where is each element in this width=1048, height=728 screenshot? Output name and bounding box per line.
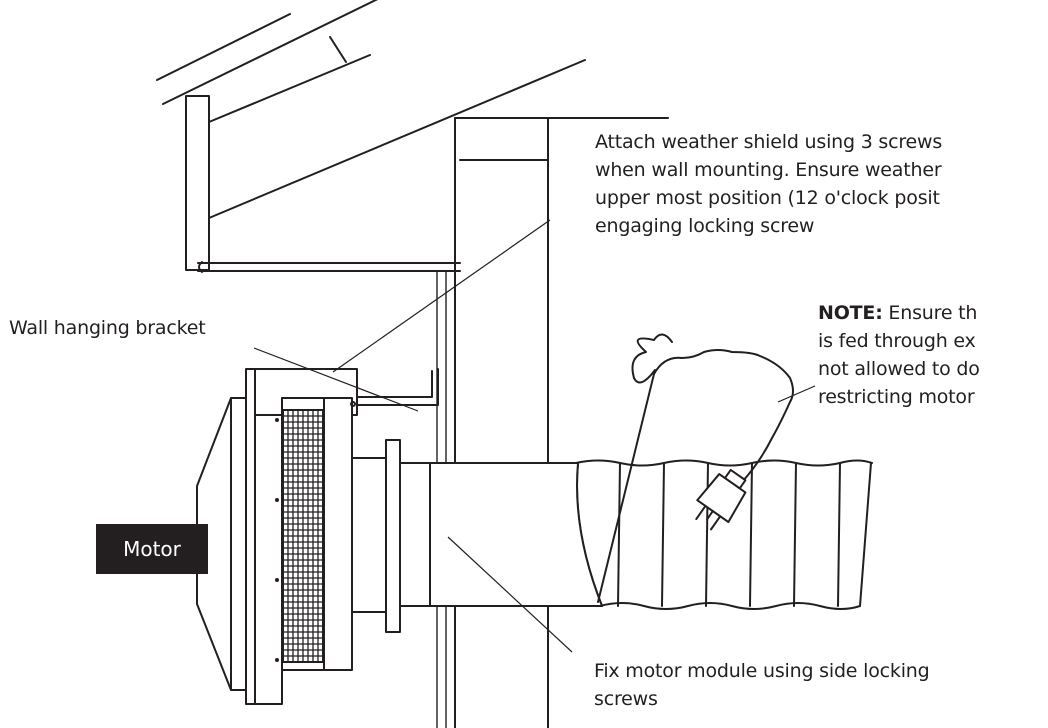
fix-motor-line-1: Fix motor module using side locking <box>594 660 930 682</box>
wall-bracket-label: Wall hanging bracket <box>9 317 206 339</box>
wall-hanging-bracket <box>356 368 439 406</box>
fix-motor-instruction: Fix motor module using side locking scre… <box>594 657 930 713</box>
weather-shield-instruction: Attach weather shield using 3 screws whe… <box>595 128 942 240</box>
duct-flange <box>351 439 401 633</box>
wall <box>436 117 669 728</box>
roof-eave <box>156 0 586 273</box>
power-lead-note: NOTE: Ensure th is fed through ex not al… <box>818 299 980 411</box>
note-line-1: NOTE: Ensure th <box>818 299 980 327</box>
leader-weather-shield <box>332 219 551 373</box>
weather-shield-line-4: engaging locking screw <box>595 215 815 237</box>
note-line-2: is fed through ex <box>818 330 976 352</box>
note-line-1-text: Ensure th <box>882 302 978 324</box>
note-line-4: restricting motor <box>818 386 975 408</box>
leader-note <box>777 385 816 403</box>
weather-shield-line-1: Attach weather shield using 3 screws <box>595 131 943 153</box>
motor-label: Motor <box>96 524 208 574</box>
power-plug <box>695 468 747 531</box>
note-prefix: NOTE: <box>818 302 883 324</box>
leader-lines <box>253 219 816 653</box>
power-lead <box>597 333 794 603</box>
weather-shield-line-3: upper most position (12 o'clock posit <box>595 187 940 209</box>
duct-spigot <box>399 462 603 607</box>
motor-grille <box>275 409 324 663</box>
leader-wall-bracket <box>253 347 419 412</box>
weather-shield-line-2: when wall mounting. Ensure weather <box>595 159 942 181</box>
leader-fix-motor <box>447 536 573 653</box>
note-line-3: not allowed to do <box>818 358 980 380</box>
fix-motor-line-2: screws <box>594 688 658 710</box>
